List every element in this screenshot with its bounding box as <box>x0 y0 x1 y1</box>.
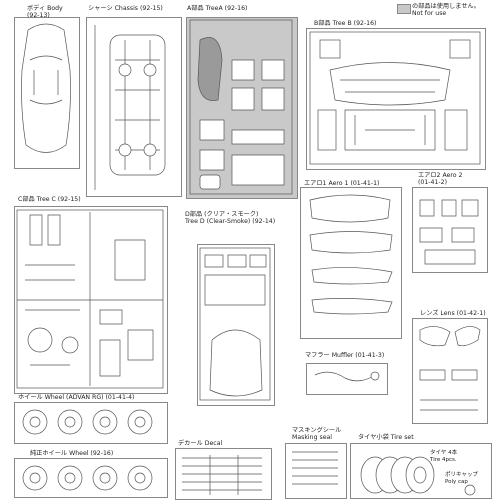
muffler-label: マフラー Muffler (01-41-3) <box>305 352 385 359</box>
tree-a-label: A部品 TreeA (92-16) <box>187 5 248 12</box>
tree-b-label: B部品 Tree B (92-16) <box>314 20 377 27</box>
aero2-label: エアロ2 Aero 2(01-41-2) <box>418 172 463 186</box>
decal-sheet <box>182 455 262 495</box>
tree-b-parts <box>309 31 481 165</box>
tree-c-parts <box>16 209 164 389</box>
aero1-label: エアロ1 Aero 1 (01-41-1) <box>304 180 380 187</box>
tree-d-parts <box>199 247 271 401</box>
decal-label: デカール Decal <box>178 440 223 447</box>
tire-label: タイヤ小袋 Tire set <box>358 434 414 441</box>
body-shell <box>21 23 71 153</box>
tree-d-label: D部品 (クリア・スモーク)Tree D (Clear-Smoke) (92-1… <box>185 211 276 225</box>
wheel-oem-label: 純正ホイール Wheel (92-16) <box>30 450 114 457</box>
chassis-label: シャーシ Chassis (92-15) <box>88 5 163 12</box>
oem-wheels <box>22 465 153 491</box>
wheel-advan-label: ホイール Wheel (ADVAN RG) (01-41-4) <box>18 394 135 401</box>
tree-c-label: C部品 Tree C (92-15) <box>18 196 81 203</box>
advan-wheels <box>22 409 153 435</box>
lens-parts <box>419 326 481 411</box>
aero1-parts <box>309 194 393 315</box>
aero2-parts <box>419 199 479 265</box>
tree-a-parts <box>189 19 293 195</box>
masking-seal <box>292 451 338 485</box>
not-for-use-swatch <box>397 4 411 14</box>
chassis-part <box>94 25 166 190</box>
tire-set <box>360 456 476 496</box>
body-label: ボディ Body(92-13) <box>27 5 63 19</box>
muffler-part <box>314 371 380 382</box>
lens-label: レンズ Lens (01-42-1) <box>420 310 486 317</box>
legend-note: の部品は使用しません。Not for use <box>412 3 480 17</box>
